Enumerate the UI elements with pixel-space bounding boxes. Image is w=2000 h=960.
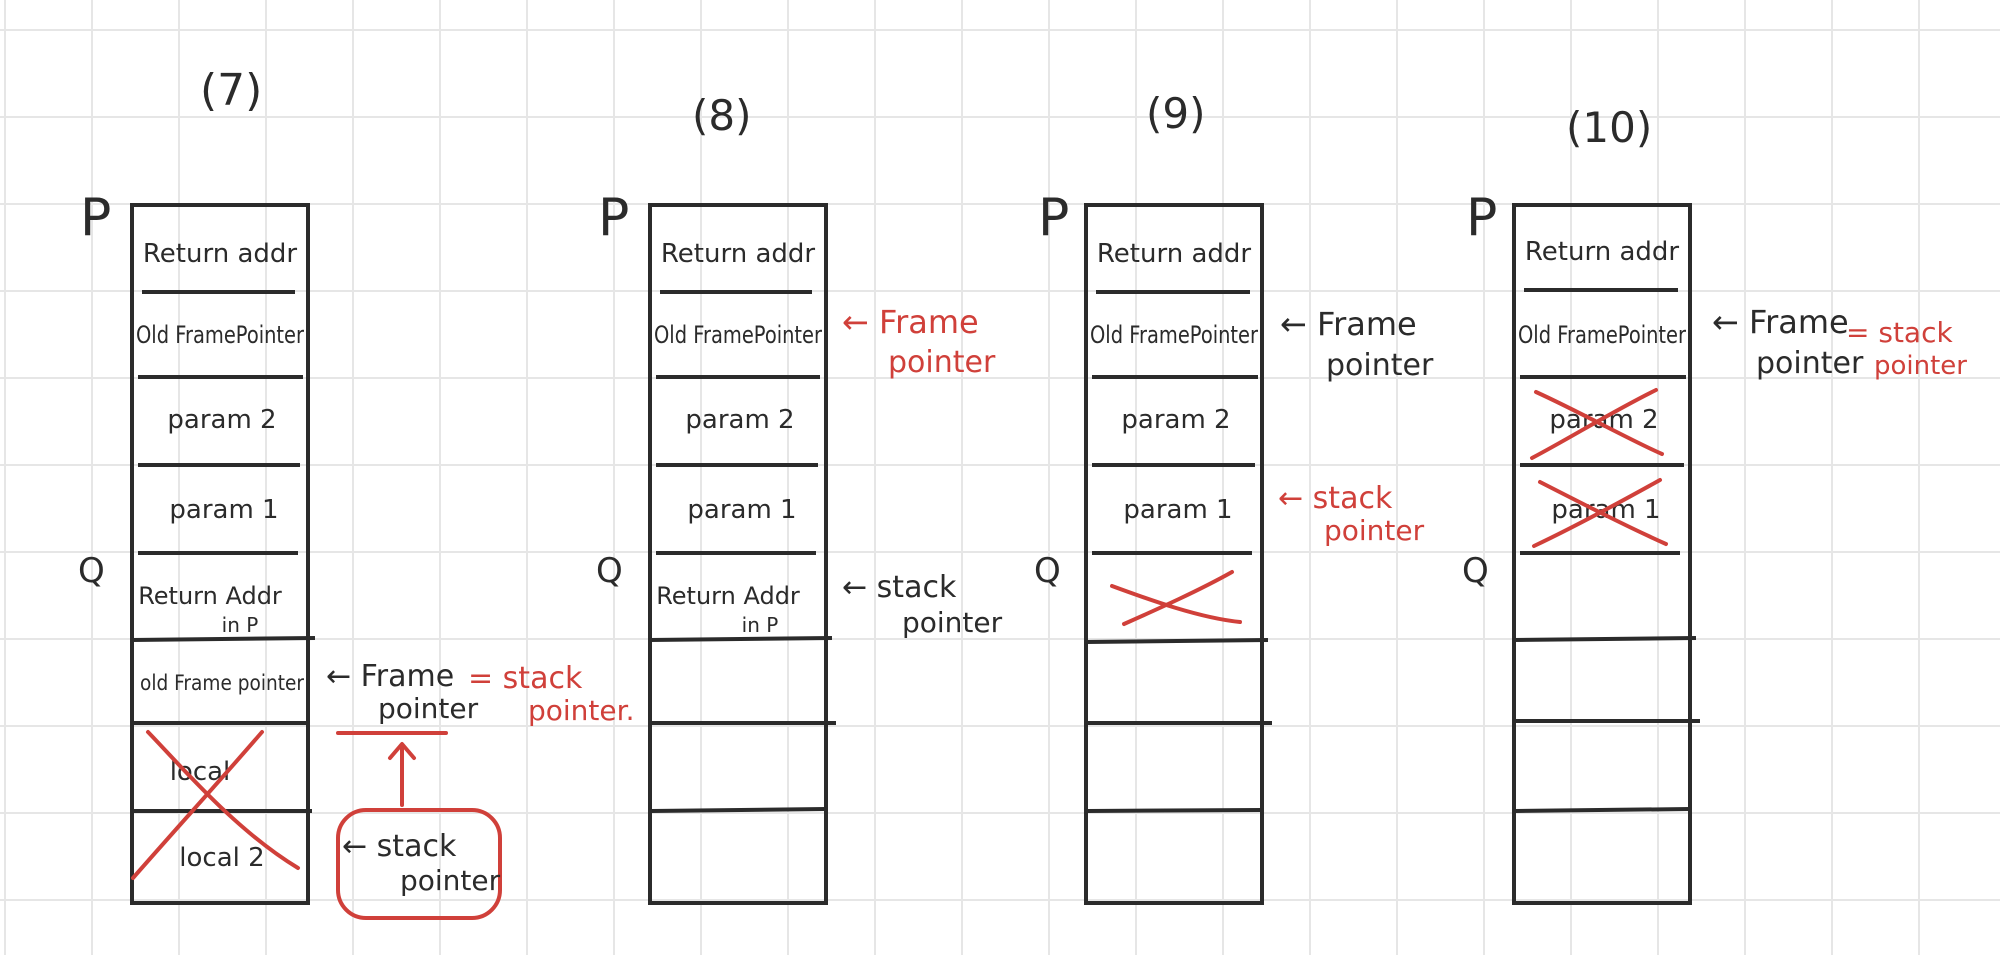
panel-title: (9) [1146, 89, 1206, 138]
cell-param-2: param 2 [167, 405, 276, 435]
cell-divider [1085, 638, 1269, 644]
label-p: P [1466, 188, 1497, 248]
panel-title: (10) [1566, 103, 1652, 152]
pointer-text: ← Frame [1712, 303, 1849, 341]
pointer-text: ← Frame [1280, 305, 1417, 343]
cell-divider [649, 636, 833, 642]
cell-return-addr: Return addr [661, 239, 815, 269]
pointer-text: pointer [400, 864, 501, 897]
cell-sublabel: in P [222, 613, 259, 637]
pointer-text: pointer [1756, 346, 1864, 381]
cell-param-1: param 1 [1123, 495, 1232, 525]
cross-mark [1530, 388, 1658, 460]
pointer-text: pointer [378, 692, 479, 725]
cross-mark [1538, 480, 1668, 546]
panel-7: (7) P Q Return addr Old FramePointer par… [78, 65, 634, 920]
label-q: Q [1462, 551, 1489, 591]
cross-mark [1110, 584, 1242, 624]
pointer-text: pointer [1874, 351, 1967, 381]
pointer-text: pointer. [528, 694, 634, 727]
stack-column [1084, 203, 1264, 905]
cell-return-addr-q: Return Addr [138, 582, 282, 610]
label-q: Q [78, 551, 105, 591]
cell-old-frame-pointer: Old FramePointer [1090, 321, 1258, 349]
pointer-text: = stack [1846, 316, 1953, 349]
cross-mark [1532, 478, 1662, 548]
pointer-text: ← Frame [326, 659, 454, 694]
cell-param-1: param 1 [169, 495, 278, 525]
pointer-text: pointer [1324, 514, 1425, 547]
pointer-text: pointer [902, 606, 1003, 639]
cell-old-frame-pointer-q: old Frame pointer [140, 671, 304, 695]
up-arrow-head [388, 742, 416, 760]
cell-param-2: param 2 [1121, 405, 1230, 435]
cell-param-1: param 1 [687, 495, 796, 525]
pointer-text: ← stack [842, 570, 957, 605]
pointer-text: pointer [888, 345, 996, 380]
cell-divider [131, 636, 316, 642]
cell-return-addr: Return addr [1525, 237, 1679, 267]
label-q: Q [1034, 551, 1061, 591]
cell-local: local [170, 757, 231, 787]
pointer-text: ← stack [342, 829, 457, 864]
stack-column [648, 203, 828, 905]
cross-mark [1122, 570, 1234, 626]
cell-divider [651, 807, 827, 813]
cell-divider [1513, 636, 1697, 642]
label-p: P [1038, 188, 1069, 248]
cell-divider [1087, 808, 1263, 813]
panel-title: (7) [200, 65, 262, 116]
cell-return-addr: Return addr [143, 239, 297, 269]
pointer-text: ← Frame [842, 303, 979, 341]
highlight-box [336, 808, 502, 920]
label-p: P [80, 188, 111, 248]
cell-param-2: param 2 [685, 405, 794, 435]
stack-column [1512, 203, 1692, 905]
cross-mark [1534, 390, 1664, 456]
stack-column [130, 203, 310, 905]
cell-old-frame-pointer: Old FramePointer [654, 321, 822, 349]
panel-title: (8) [692, 91, 752, 140]
cell-old-frame-pointer: Old FramePointer [136, 321, 304, 349]
cell-return-addr-q: Return Addr [656, 582, 800, 610]
cell-divider [1515, 807, 1691, 813]
label-p: P [598, 188, 629, 248]
cell-return-addr: Return addr [1097, 239, 1251, 269]
cell-sublabel: in P [742, 613, 779, 637]
panel-10: (10) P Q Return addr Old FramePointer pa… [1462, 103, 1967, 905]
panel-9: (9) P Q Return addr Old FramePointer par… [1034, 89, 1434, 905]
cross-mark [131, 730, 264, 880]
cross-mark [146, 730, 300, 870]
cell-old-frame-pointer: Old FramePointer [1518, 321, 1686, 349]
pointer-text: = stack [468, 661, 583, 696]
pointer-text: ← stack [1278, 481, 1393, 516]
panel-8: (8) P Q Return addr Old FramePointer par… [596, 91, 1003, 905]
pointer-text: pointer [1326, 348, 1434, 383]
label-q: Q [596, 551, 623, 591]
cell-local-2: local 2 [179, 843, 264, 873]
